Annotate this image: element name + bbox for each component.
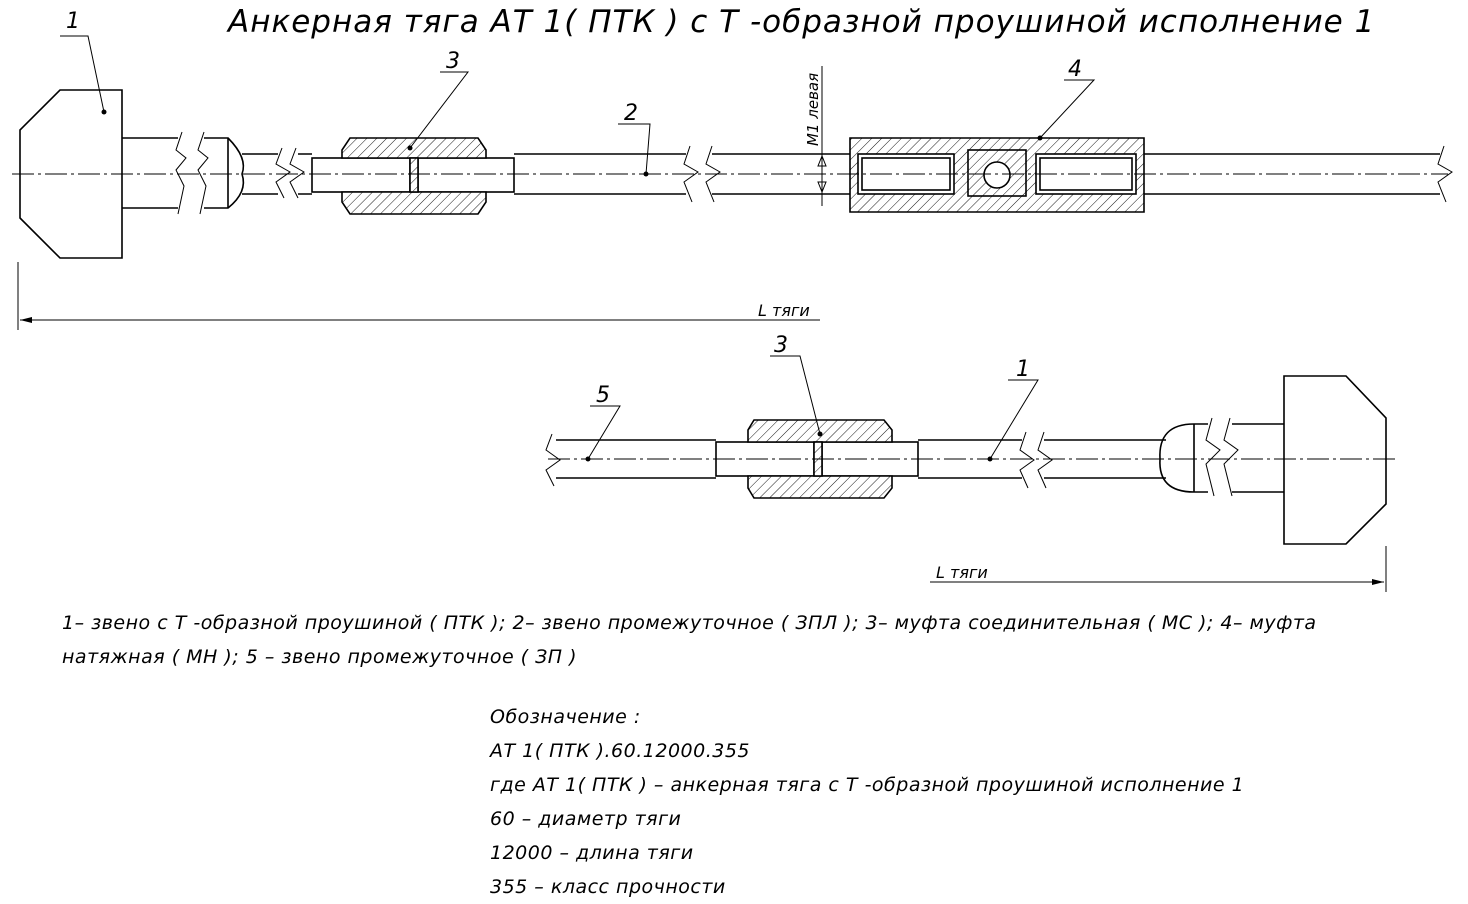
t-eye-head-top xyxy=(19,89,123,259)
callout-bottom-3: 3 xyxy=(774,333,788,358)
designation-block: Обозначение : АТ 1( ПТК ).60.12000.355 г… xyxy=(490,700,1244,904)
drawing-title: Анкерная тяга АТ 1( ПТК ) с Т -образной … xyxy=(228,4,1376,40)
callout-top-1: 1 xyxy=(66,9,80,34)
callout-bottom-1: 1 xyxy=(1016,357,1030,382)
designation-header: Обозначение : xyxy=(490,706,641,728)
length-dimension-top: L тяги xyxy=(758,301,810,320)
top-assembly xyxy=(12,35,1453,330)
coupling-3-top-upper xyxy=(341,137,487,159)
bottom-assembly xyxy=(545,355,1396,592)
callout-top-2: 2 xyxy=(624,101,638,126)
length-dimension-bottom: L тяги xyxy=(936,563,988,582)
designation-length: 12000 – длина тяги xyxy=(490,842,694,864)
callout-bottom-5: 5 xyxy=(596,383,610,408)
parts-legend: 1– звено с Т -образной проушиной ( ПТК )… xyxy=(62,606,1362,674)
designation-class: 355 – класс прочности xyxy=(490,876,726,898)
coupling-3-bottom-lower xyxy=(747,475,893,499)
legend-line-2: натяжная ( МН ); 5 – звено промежуточное… xyxy=(62,646,578,668)
coupling-3-bottom-upper xyxy=(747,419,893,443)
designation-diameter: 60 – диаметр тяги xyxy=(490,808,682,830)
t-eye-head-bottom xyxy=(1283,375,1387,545)
designation-where: где АТ 1( ПТК ) – анкерная тяга с Т -обр… xyxy=(490,774,1245,796)
legend-line-1: 1– звено с Т -образной проушиной ( ПТК )… xyxy=(62,612,1317,634)
designation-code: АТ 1( ПТК ).60.12000.355 xyxy=(490,740,751,762)
thread-dimension-label: М1 левая xyxy=(804,73,822,146)
coupling-3-top-lower xyxy=(341,191,487,215)
callout-top-3: 3 xyxy=(446,49,460,74)
callout-top-4: 4 xyxy=(1068,57,1082,82)
